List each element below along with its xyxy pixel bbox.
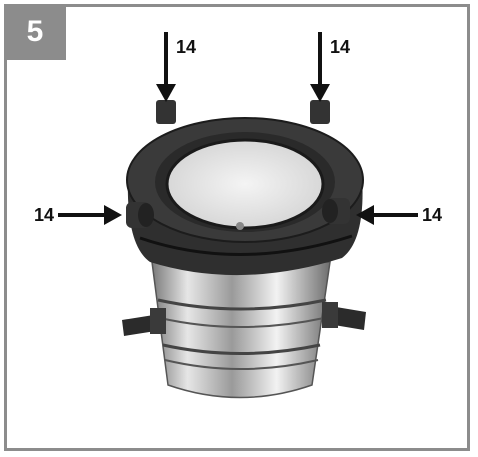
latch-top-right [310,100,330,124]
callout-top-left: 14 [176,37,197,57]
step-number: 5 [26,15,44,48]
arrow-top-right [310,32,330,102]
arrow-right [356,205,418,225]
top-ring [126,117,364,243]
latch-top-left [156,100,176,124]
steel-container [151,261,331,399]
arrow-left [58,205,122,225]
left-clamp [122,308,166,336]
right-clamp [322,302,366,330]
callout-top-right: 14 [330,37,351,57]
callout-left: 14 [34,205,55,225]
latch-right [322,198,350,224]
latch-left [126,202,154,228]
arrow-top-left [156,32,176,102]
callout-right: 14 [422,205,443,225]
step-number-badge: 5 [4,4,66,60]
